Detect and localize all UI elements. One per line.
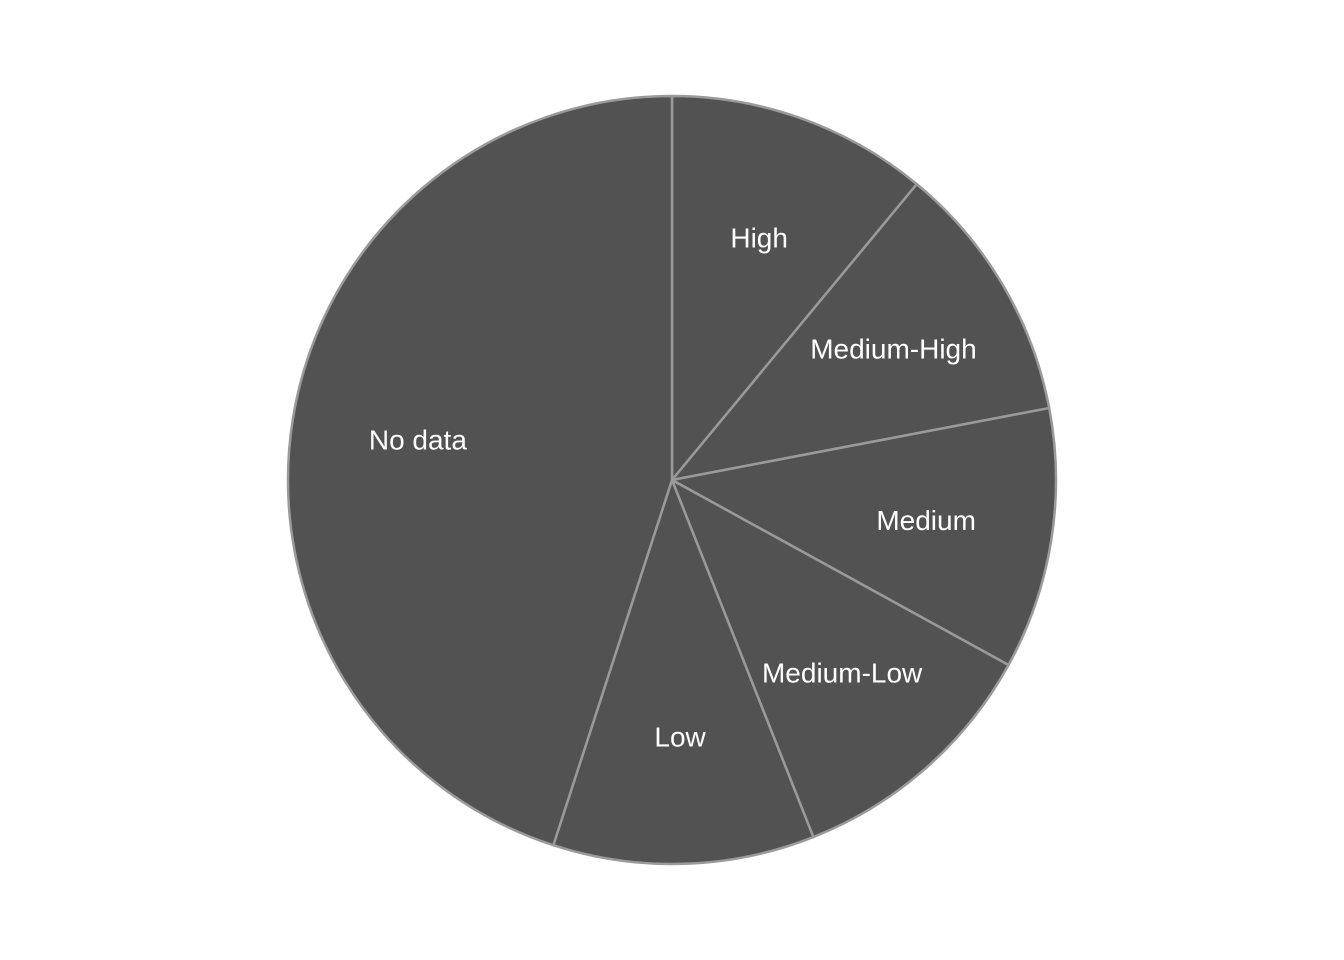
pie-slice-high [670,94,919,482]
pie-slice-medium [670,406,1058,667]
pie-slices [286,94,1058,866]
slice-label-medium: Medium [876,505,976,536]
slice-label-medium-low: Medium-Low [762,657,923,688]
slice-label-no-data: No data [369,424,467,455]
pie-slice-medium-low [670,478,1010,839]
pie-slice-low [552,478,815,866]
pie-slice-medium-high [670,182,1051,482]
slice-label-low: Low [654,722,706,753]
slice-label-high: High [730,222,788,253]
slice-label-medium-high: Medium-High [810,334,977,365]
pie-slice-no-data [286,94,674,847]
